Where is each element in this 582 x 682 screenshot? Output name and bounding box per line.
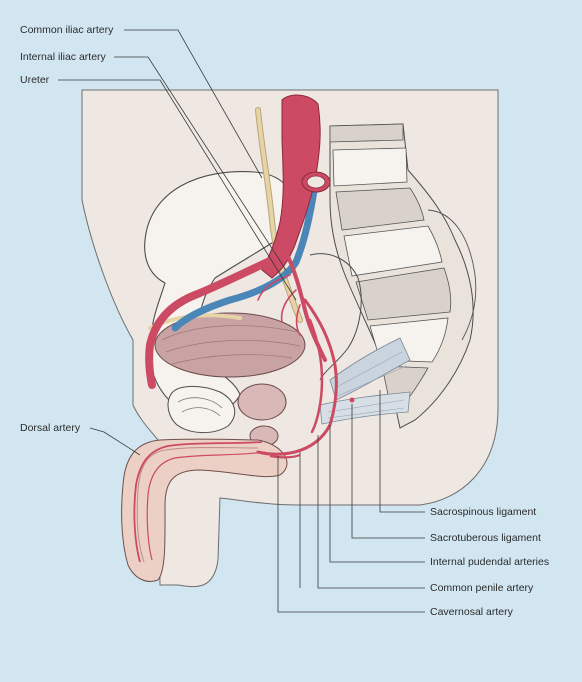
label-internal-pudendal-arteries: Internal pudendal arteries: [430, 556, 550, 568]
common-iliac-artery: [261, 94, 321, 279]
internal-pudendal-artery: [256, 298, 338, 456]
ureter-fill: [256, 108, 302, 322]
label-dorsal-artery: Dorsal artery: [20, 422, 81, 434]
rectum: [309, 253, 362, 381]
common-penile-artery-vessel: [269, 453, 301, 459]
label-sacrospinous-ligament: Sacrospinous ligament: [430, 506, 537, 518]
penis: [121, 438, 288, 582]
external-iliac-artery: [145, 256, 276, 389]
label-common-penile-artery: Common penile artery: [430, 582, 534, 594]
ligament-fibers: [327, 351, 407, 419]
label-ureter: Ureter: [20, 74, 50, 86]
pubic-bone-contour: [177, 397, 223, 409]
pubic-bone-contour: [181, 407, 221, 417]
dorsal-artery-vessel: [133, 441, 263, 563]
prostate: [237, 383, 287, 421]
corpus-contour: [136, 446, 259, 563]
label-internal-iliac-artery: Internal iliac artery: [20, 51, 106, 63]
bladder-texture: [161, 325, 301, 365]
sacrum-vertebrae: [329, 123, 477, 429]
bladder: [154, 312, 306, 378]
artery-lumen: [306, 175, 326, 189]
internal-pudendal-artery-2: [308, 318, 324, 434]
vesical-branches: [257, 274, 301, 336]
label-common-iliac-artery: Common iliac artery: [20, 24, 114, 36]
leader-lines: [58, 29, 425, 613]
cavernosal-artery-vessel: [146, 451, 266, 561]
pubic-bone: [167, 386, 236, 433]
label-cavernosal-artery: Cavernosal artery: [430, 606, 513, 618]
artery-cross-section: [349, 397, 355, 403]
label-sacrotuberous-ligament: Sacrotuberous ligament: [430, 532, 541, 544]
